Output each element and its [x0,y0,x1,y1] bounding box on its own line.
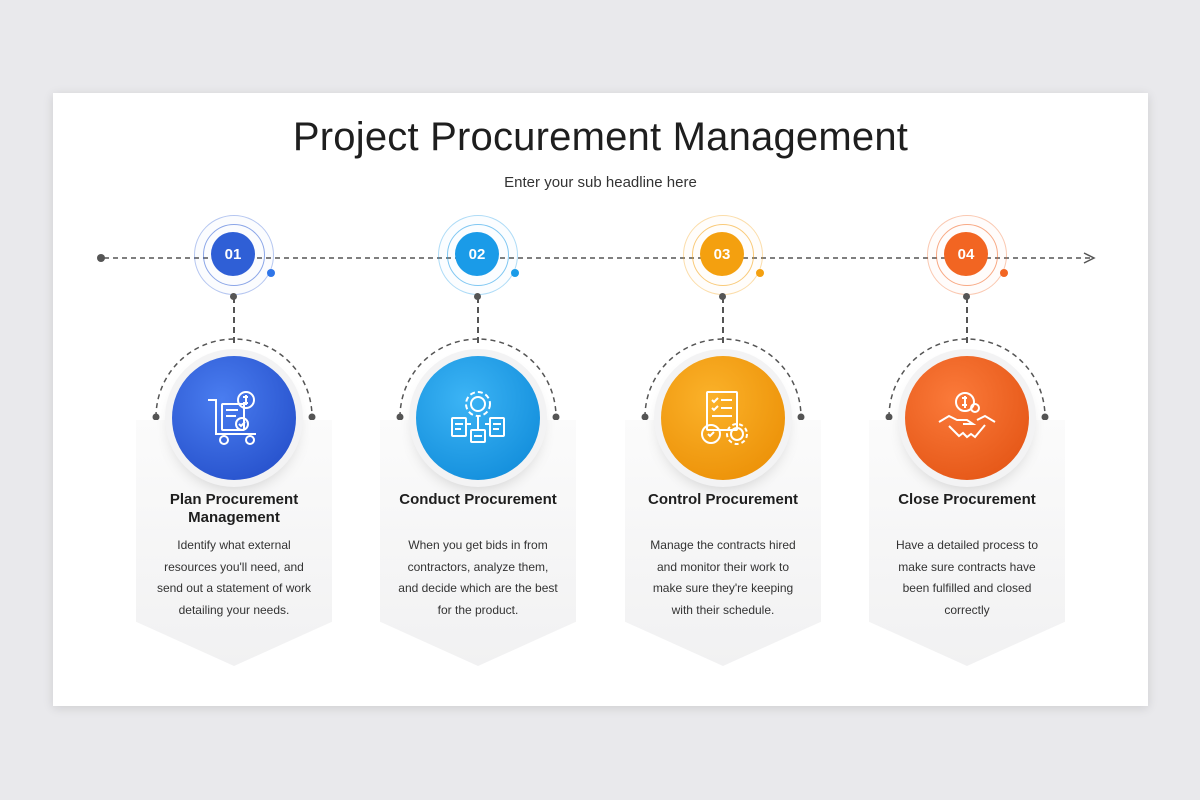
dashed-arc [885,338,1049,421]
step-number-badge: 04 [927,215,1008,295]
procurement-cart-icon [172,356,296,480]
step-4: 04 Close Procurement Have a detailed pro… [867,93,1067,706]
step-title: Plan Procurement Management [169,491,299,526]
step-connector [722,297,724,343]
page-subtitle: Enter your sub headline here [504,174,697,191]
step-number-badge: 01 [194,215,275,295]
step-title: Close Procurement [898,491,1036,508]
dashed-arc [641,338,805,421]
gear-documents-icon [416,356,540,480]
dashed-arc [152,338,316,421]
slide: Project Procurement Management Enter you… [53,93,1148,706]
step-number: 03 [700,232,744,276]
step-1: 01 Plan Procurement Management Identify … [134,93,334,706]
step-connector [966,297,968,343]
handshake-dollar-icon [905,356,1029,480]
step-3: 03 Control Procurement Manage the contra… [623,93,823,706]
step-connector [233,297,235,343]
step-title: Conduct Procurement [399,491,557,508]
step-number-badge: 02 [438,215,519,295]
step-number: 04 [944,232,988,276]
contract-checklist-icon [661,356,785,480]
step-description: Manage the contracts hired and monitor t… [650,538,796,617]
step-description: When you get bids in from contractors, a… [398,538,558,617]
step-2: 02 Conduct Procurement When you get bids… [378,93,578,706]
step-title: Control Procurement [647,491,798,508]
step-connector [477,297,479,343]
page-title: Project Procurement Management [292,115,909,159]
step-number: 02 [455,232,499,276]
step-description: Have a detailed process to make sure con… [895,538,1039,617]
step-number-badge: 03 [683,215,764,295]
step-number: 01 [211,232,255,276]
step-description: Identify what external resources you'll … [156,538,312,617]
dashed-arc [396,338,560,421]
